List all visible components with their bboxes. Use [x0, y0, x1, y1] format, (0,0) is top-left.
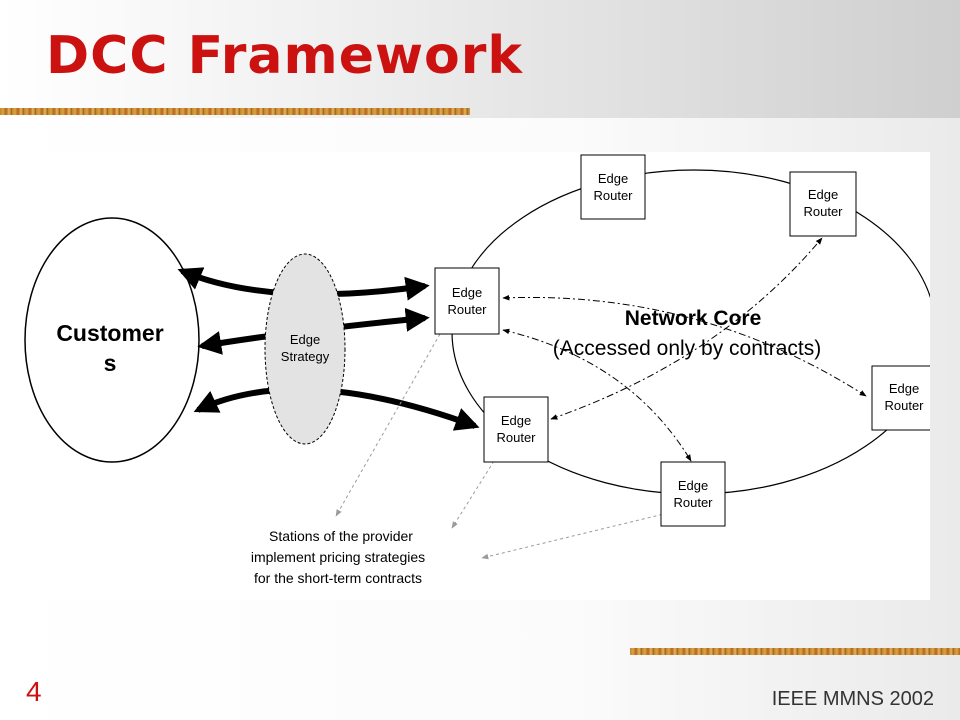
- router-label: Edge: [501, 413, 531, 428]
- edge-router-right: Edge Router: [871, 365, 937, 431]
- router-label: Router: [593, 188, 633, 203]
- contract-arrow-down: [502, 328, 692, 462]
- edge-router-top: Edge Router: [580, 154, 646, 220]
- annotation-arrow-1: [335, 333, 441, 517]
- edge-router-left-upper: Edge Router: [434, 267, 500, 335]
- network-core-title: Network Core: [625, 307, 762, 330]
- diagram-panel: Customer s Edge Strategy Network Core (A…: [24, 152, 937, 600]
- router-label: Router: [496, 430, 536, 445]
- router-label: Router: [803, 204, 843, 219]
- stations-note-line1: Stations of the provider: [269, 528, 413, 544]
- network-core-subtitle: (Accessed only by contracts): [553, 337, 821, 360]
- router-label: Edge: [598, 171, 628, 186]
- router-label: Edge: [452, 285, 482, 300]
- router-label: Router: [447, 302, 487, 317]
- customers-label-line2: s: [104, 350, 117, 376]
- footer-label: IEEE MMNS 2002: [771, 688, 934, 710]
- annotation-arrow-2: [451, 460, 495, 529]
- title-underline-bar: [0, 108, 470, 115]
- edge-strategy-ellipse: [264, 253, 346, 445]
- edge-router-top-right: Edge Router: [789, 171, 857, 237]
- slide-title: DCC Framework: [46, 26, 523, 86]
- router-label: Router: [884, 398, 924, 413]
- stations-note-line3: for the short-term contracts: [254, 570, 422, 586]
- title-band: [0, 0, 960, 118]
- dcc-framework-diagram: Customer s Edge Strategy Network Core (A…: [24, 154, 937, 586]
- router-label: Edge: [889, 381, 919, 396]
- page-number: 4: [26, 676, 42, 707]
- customers-label-line1: Customer: [56, 320, 163, 346]
- router-label: Router: [673, 495, 713, 510]
- router-label: Edge: [678, 478, 708, 493]
- stations-note-line2: implement pricing strategies: [251, 549, 425, 565]
- edge-router-left-lower: Edge Router: [483, 396, 549, 463]
- edge-strategy-label-line1: Edge: [290, 332, 320, 347]
- edge-router-bottom: Edge Router: [660, 461, 726, 527]
- edge-strategy-label-line2: Strategy: [281, 349, 330, 364]
- annotation-arrow-3: [481, 512, 669, 560]
- router-label: Edge: [808, 187, 838, 202]
- footer-accent-bar: [630, 648, 960, 655]
